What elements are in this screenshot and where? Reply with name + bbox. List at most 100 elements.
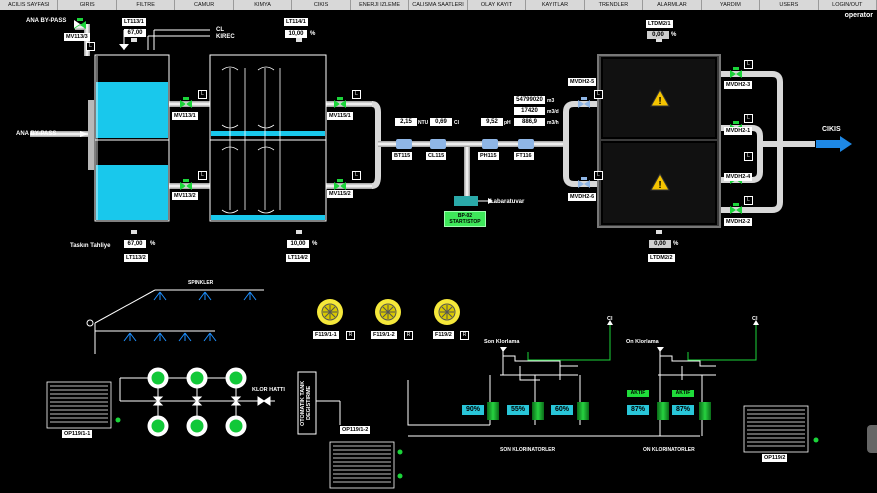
valve-mv115-2[interactable] [334, 179, 346, 190]
menu-alarmlar[interactable]: ALARMLAR [643, 0, 702, 10]
menu-trendler[interactable]: TRENDLER [585, 0, 644, 10]
menu-yardim[interactable]: YARDIM [702, 0, 761, 10]
inlet-arrow-icon [80, 131, 88, 137]
valve-mv113-3-label[interactable]: MV113/3 [64, 33, 90, 41]
flow-daily-value: 17420 [514, 107, 545, 115]
valve-mode-badge[interactable]: L [594, 171, 603, 180]
fan-icon[interactable] [317, 299, 343, 325]
valve-mv113-2[interactable] [180, 179, 192, 190]
auto-switch-label[interactable]: OTOMATIK TANK DEGISTIRME [300, 380, 312, 426]
valve-mvdh2-6[interactable] [578, 177, 590, 188]
fan-mode-badge[interactable]: R [346, 331, 355, 340]
fan-mode-badge[interactable]: R [404, 331, 413, 340]
ltdm2-1-value: 0,00 [647, 31, 669, 39]
cooler-panel[interactable] [329, 441, 395, 489]
valve-mode-badge[interactable]: L [352, 171, 361, 180]
valve-mode-badge[interactable]: L [744, 114, 753, 123]
valve-mvdh2-3-label[interactable]: MVDH2-3 [724, 81, 753, 89]
tank-2-filters [209, 54, 327, 222]
valve-mv115-1[interactable] [334, 97, 346, 108]
valve-mode-badge[interactable]: L [198, 171, 207, 180]
auto-switch-box[interactable] [297, 371, 317, 435]
valve-mode-badge[interactable]: L [744, 196, 753, 205]
fan-icon[interactable] [375, 299, 401, 325]
valve-mvdh2-4-label[interactable]: MVDH2-4 [724, 173, 753, 181]
menu-calisma-saatleri[interactable]: CALISMA SAATLERI [409, 0, 468, 10]
valve-mvdh2-3[interactable] [730, 67, 742, 78]
flow-daily-unit: m3/d [547, 109, 559, 115]
sprinkler-system [86, 289, 264, 354]
lt113-2-tag: LT113/2 [124, 254, 148, 262]
valve-mvdh2-6-label[interactable]: MVDH2-6 [568, 193, 597, 201]
fan-mode-badge[interactable]: R [460, 331, 469, 340]
lt114-2-tag: LT114/2 [286, 254, 310, 262]
valve-mode-badge[interactable]: L [744, 60, 753, 69]
menu-camur[interactable]: CAMUR [175, 0, 234, 10]
valve-mvdh2-5-label[interactable]: MVDH2-5 [568, 78, 597, 86]
bp-02-label: BP-02 [457, 213, 473, 219]
on-chlorinator-2-status: AKTIF [672, 390, 694, 397]
menu-giris[interactable]: GIRIS [58, 0, 117, 10]
ltdm2-1-unit: % [671, 32, 677, 38]
valve-mvdh2-5[interactable] [578, 97, 590, 108]
flow-total-value: 54799020 [514, 96, 545, 104]
op119-2-label[interactable]: OP119/2 [762, 454, 788, 462]
op119-1-1-label[interactable]: OP119/1-1 [62, 430, 93, 438]
cooler-panel[interactable] [743, 405, 809, 453]
valve-mvdh2-2-label[interactable]: MVDH2-2 [724, 218, 753, 226]
valve-mv113-1-label[interactable]: MV113/1 [172, 112, 198, 120]
lab-pump-icon[interactable] [454, 196, 493, 206]
menu-users[interactable]: USERS [760, 0, 819, 10]
menu-kimya[interactable]: KIMYA [234, 0, 293, 10]
menu-acilis-sayfasi[interactable]: ACILIS SAYFASI [0, 0, 59, 10]
son-chlorinator-1-percent: 90% [462, 405, 484, 415]
valve-mode-badge[interactable]: L [352, 90, 361, 99]
inlet-arrow-icon [119, 44, 129, 50]
menu-enerji-izleme[interactable]: ENERJI IZLEME [351, 0, 410, 10]
lt113-2-unit: % [150, 241, 156, 247]
lt113-1-value: 67,00 [124, 29, 146, 37]
chlorinator-units[interactable] [487, 402, 711, 420]
chlorine-cylinders [119, 367, 275, 437]
storage-tanks: ! ! [597, 54, 721, 228]
klor-hatti-label: KLOR HATTI [252, 387, 285, 393]
menu-filtre[interactable]: FILTRE [117, 0, 176, 10]
warning-icon: ! [650, 88, 670, 107]
chlorine-unit: Cl [454, 120, 459, 126]
inline-sensors [396, 139, 534, 149]
fan-f119-1-1-label[interactable]: F119/1-1 [313, 331, 339, 339]
valve-mv115-2-label[interactable]: MV115/2 [327, 190, 353, 198]
flow-rate-unit: m3/h [547, 120, 559, 126]
op119-1-2-label[interactable]: OP119/1-2 [340, 426, 371, 434]
valve-mv115-1-label[interactable]: MV115/1 [327, 112, 353, 120]
fan-f119-1-2-label[interactable]: F119/1-2 [371, 331, 397, 339]
bp-02-button-label: START/STOP [449, 219, 481, 225]
menu-kayitlar[interactable]: KAYITLAR [526, 0, 585, 10]
side-scroll-tab[interactable] [867, 425, 877, 453]
valve-mode-badge[interactable]: L [86, 42, 95, 51]
bp-02-start-stop-button[interactable]: BP-02 START/STOP [444, 211, 486, 227]
fan-icon[interactable] [434, 299, 460, 325]
menu-cikis[interactable]: CIKIS [292, 0, 351, 10]
inlet-top-label: ANA BY-PASS [26, 18, 67, 24]
valve-mode-badge[interactable]: L [198, 90, 207, 99]
cooler-panel[interactable] [46, 381, 112, 429]
on-klorlama-label: On Klorlama [626, 339, 659, 345]
valve-mv113-2-label[interactable]: MV113/2 [172, 192, 198, 200]
level-sensor-icons [131, 38, 662, 234]
valve-mv113-1[interactable] [180, 97, 192, 108]
turbidity-tag: BT115 [392, 152, 413, 160]
valve-mvdh2-2[interactable] [730, 203, 742, 214]
menu-olay-kayit[interactable]: OLAY KAYIT [468, 0, 527, 10]
valve-mvdh2-1-label[interactable]: MVDH2-1 [724, 127, 753, 135]
son-group-label: SON KLORINATORLER [500, 447, 556, 453]
lab-label: Labaratuvar [490, 199, 525, 205]
on-chlorinator-2-percent: 87% [672, 405, 694, 415]
outlet-arrow-icon [816, 136, 852, 152]
chlorine-value: 0,69 [430, 118, 452, 126]
ltdm2-1-tag: LTDM2/1 [646, 20, 673, 28]
overflow-label: Taskın Tahliye [70, 243, 111, 249]
fan-f119-2-label[interactable]: F119/2 [433, 331, 454, 339]
valve-mode-badge[interactable]: L [744, 152, 753, 161]
valve-mode-badge[interactable]: L [594, 90, 603, 99]
